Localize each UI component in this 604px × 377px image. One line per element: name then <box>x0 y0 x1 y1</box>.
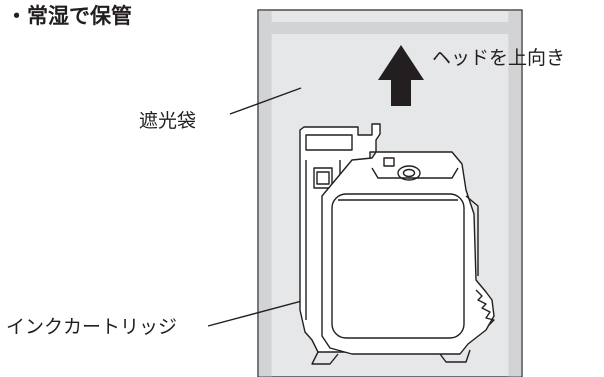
bag-label: 遮光袋 <box>139 110 197 132</box>
up-arrow-icon <box>378 45 424 106</box>
cartridge-label: インクカートリッジ <box>6 316 178 338</box>
ink-cartridge <box>299 123 495 365</box>
direction-label: ヘッドを上向き <box>432 47 566 69</box>
page-heading: ・常湿で保管 <box>6 4 132 28</box>
bag-leader-line <box>229 87 302 115</box>
